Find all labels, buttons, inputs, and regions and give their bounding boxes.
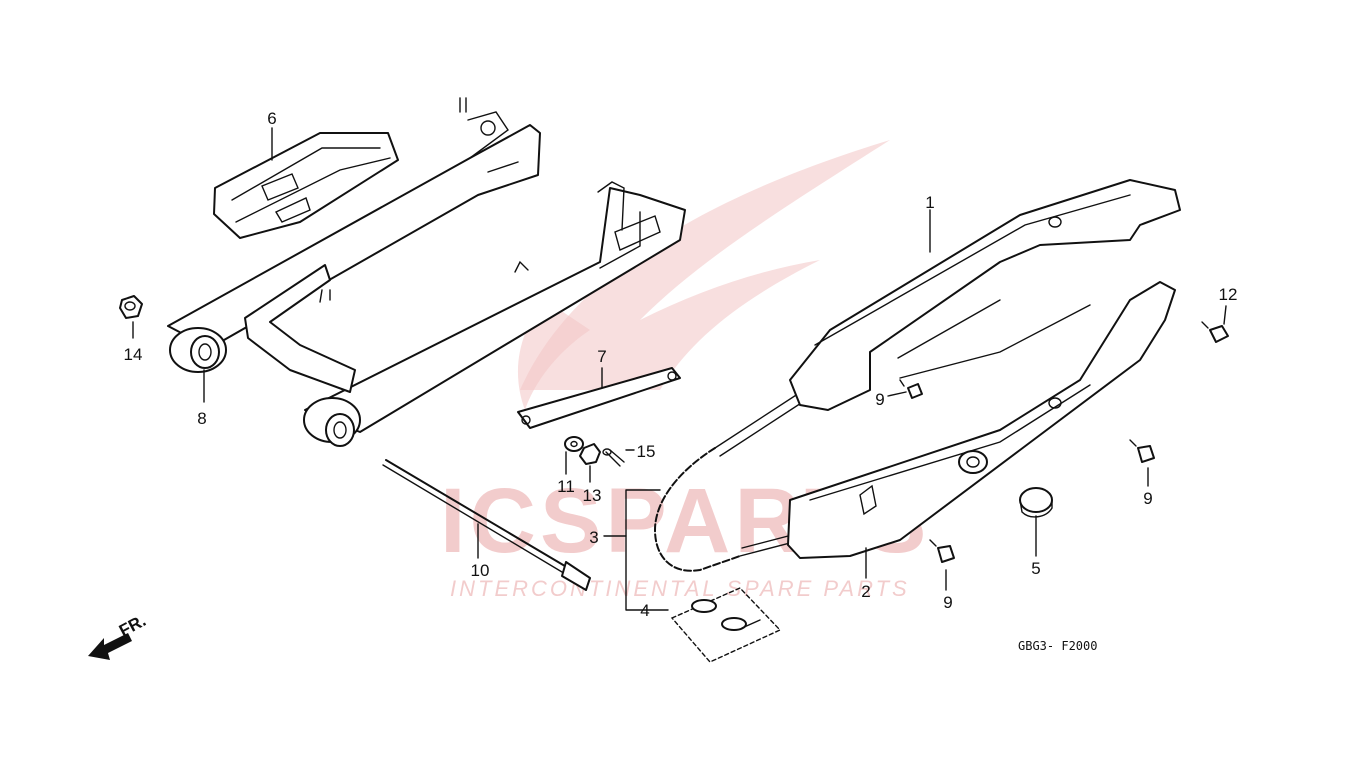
callout-13: 13 bbox=[583, 486, 602, 505]
leader-lines bbox=[132, 127, 1227, 611]
callout-7: 7 bbox=[597, 347, 606, 366]
part-nut-13 bbox=[579, 443, 601, 465]
part-bolt-9c bbox=[929, 539, 955, 563]
callout-9-lower: 9 bbox=[943, 593, 952, 612]
callout-9-upper: 9 bbox=[875, 390, 884, 409]
part-bolt-12 bbox=[1201, 321, 1229, 343]
part-washer-11 bbox=[564, 436, 584, 452]
callout-6: 6 bbox=[267, 109, 276, 128]
callout-9-right: 9 bbox=[1143, 489, 1152, 508]
callout-2: 2 bbox=[861, 582, 870, 601]
part-chain-case-upper bbox=[789, 179, 1181, 411]
front-direction-arrow-icon: FR. bbox=[88, 611, 149, 660]
part-chain-slider bbox=[213, 132, 399, 239]
callout-1: 1 bbox=[925, 193, 934, 212]
front-direction-label: FR. bbox=[116, 611, 149, 641]
callout-15: 15 bbox=[637, 442, 656, 461]
part-chain-joint bbox=[670, 587, 782, 663]
callout-11: 11 bbox=[557, 477, 575, 496]
callout-12: 12 bbox=[1219, 285, 1238, 304]
part-bolt-9a bbox=[899, 379, 923, 399]
part-cotter-pin-15 bbox=[602, 448, 625, 467]
part-swingarm bbox=[167, 97, 686, 447]
drawing-code: GBG3- F2000 bbox=[1018, 639, 1097, 653]
callout-14: 14 bbox=[124, 345, 143, 364]
part-adjuster-plate bbox=[517, 367, 681, 429]
callout-8: 8 bbox=[197, 409, 206, 428]
callout-3: 3 bbox=[589, 528, 598, 547]
part-bolt-9b bbox=[1129, 439, 1155, 463]
part-pivot-bolt bbox=[382, 459, 591, 591]
part-cap-5 bbox=[1019, 487, 1053, 518]
callout-10: 10 bbox=[471, 561, 490, 580]
callout-5: 5 bbox=[1031, 559, 1040, 578]
part-chain-case-lower bbox=[787, 281, 1176, 559]
callout-4: 4 bbox=[640, 601, 649, 620]
part-nut-14 bbox=[119, 295, 143, 319]
watermark-tagline: INTERCONTINENTAL SPARE PARTS bbox=[450, 576, 910, 601]
